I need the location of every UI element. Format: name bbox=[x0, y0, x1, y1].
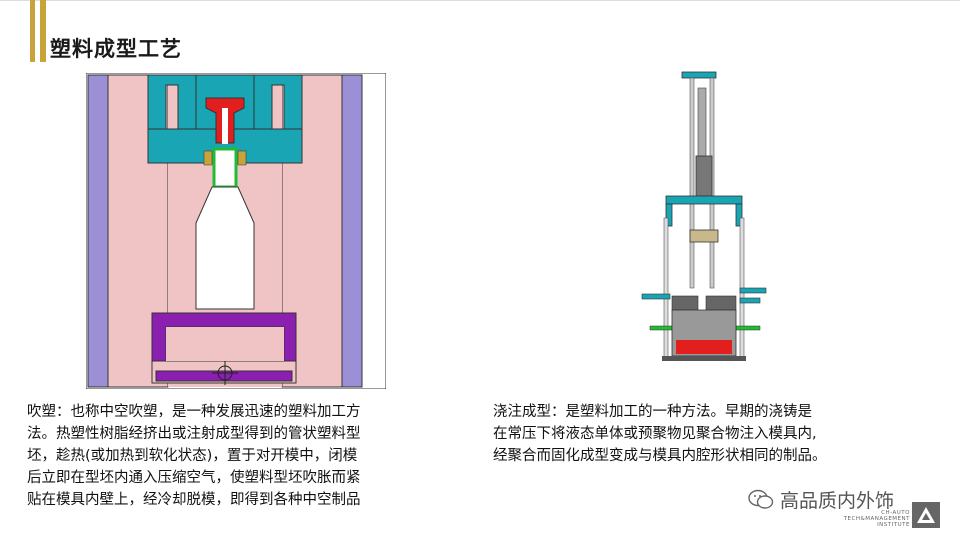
text-line: 后立即在型坯内通入压缩空气，使塑料型坯吹胀而紧 bbox=[27, 470, 361, 486]
text-line: 贴在模具内壁上，经冷却脱模，即得到各种中空制品 bbox=[27, 492, 361, 508]
pour-pipe-left bbox=[649, 325, 673, 331]
nozzle-bore bbox=[222, 108, 228, 144]
institute-line: CH-AUTO bbox=[881, 510, 910, 516]
platen-left-arm bbox=[665, 203, 673, 227]
parison bbox=[212, 147, 238, 189]
casting-description: 浇注成型：是塑料加工的一种方法。早期的浇铸是 在常压下将液态单体或预聚物见聚合物… bbox=[493, 401, 827, 467]
top-border bbox=[0, 0, 960, 1]
bottle-body bbox=[195, 186, 255, 310]
watermark-text: 高品质内外饰 bbox=[780, 490, 895, 512]
accent-bar-right bbox=[40, 0, 46, 62]
institute-line: INSTITUTE bbox=[877, 522, 910, 528]
text-line: 法。热塑性树脂经挤出或注射成型得到的管状塑料型 bbox=[27, 426, 361, 442]
text-line: 吹塑：也称中空吹塑，是一种发展迅速的塑料加工方 bbox=[27, 404, 361, 420]
liquid-resin bbox=[676, 340, 732, 354]
text-line: 经聚合而固化成型变成与模具内腔形状相同的制品。 bbox=[493, 448, 827, 464]
institute-line: TECH&MANAGEMENT bbox=[843, 516, 910, 522]
thread-right bbox=[237, 150, 247, 166]
pour-pipe-right bbox=[735, 325, 761, 331]
frame-left bbox=[663, 217, 669, 361]
wechat-icon bbox=[748, 489, 774, 509]
blow-molding-description: 吹塑：也称中空吹塑，是一种发展迅速的塑料加工方 法。热塑性树脂经挤出或注射成型得… bbox=[27, 401, 361, 511]
slide-title: 塑料成型工艺 bbox=[50, 37, 182, 61]
text-line: 在常压下将液态单体或预聚物见聚合物注入模具内, bbox=[493, 426, 817, 442]
mold-top-left bbox=[671, 295, 699, 311]
text-line: 浇注成型：是塑料加工的一种方法。早期的浇铸是 bbox=[493, 404, 812, 420]
mold-top-right bbox=[705, 295, 737, 311]
cylinder-block bbox=[695, 155, 713, 197]
institute-text: CH-AUTO TECH&MANAGEMENT INSTITUTE bbox=[844, 510, 910, 528]
watermark: 高品质内外饰 bbox=[748, 486, 894, 513]
casting-machine-diagram bbox=[641, 71, 767, 361]
accent-bar-left bbox=[30, 0, 35, 62]
top-crossbar bbox=[681, 71, 717, 79]
lower-arm-left bbox=[641, 293, 671, 300]
platen-right-arm bbox=[735, 203, 743, 227]
lower-arm-right-2 bbox=[739, 297, 761, 304]
bottom-cavity bbox=[166, 327, 284, 361]
institute-logo-icon bbox=[912, 502, 940, 528]
moving-platen bbox=[665, 195, 743, 205]
lower-arm-right bbox=[739, 287, 767, 294]
bottom-base bbox=[155, 370, 293, 382]
left-platen bbox=[87, 74, 109, 388]
text-line: 坯，趁热(或加热到软化状态)，置于对开模中，闭模 bbox=[27, 448, 358, 464]
blow-molding-diagram bbox=[86, 73, 386, 389]
right-platen bbox=[341, 74, 363, 388]
column-left bbox=[689, 77, 695, 289]
machine-base bbox=[662, 356, 746, 361]
upper-mold-bracket bbox=[689, 229, 719, 243]
thread-left bbox=[203, 150, 213, 166]
